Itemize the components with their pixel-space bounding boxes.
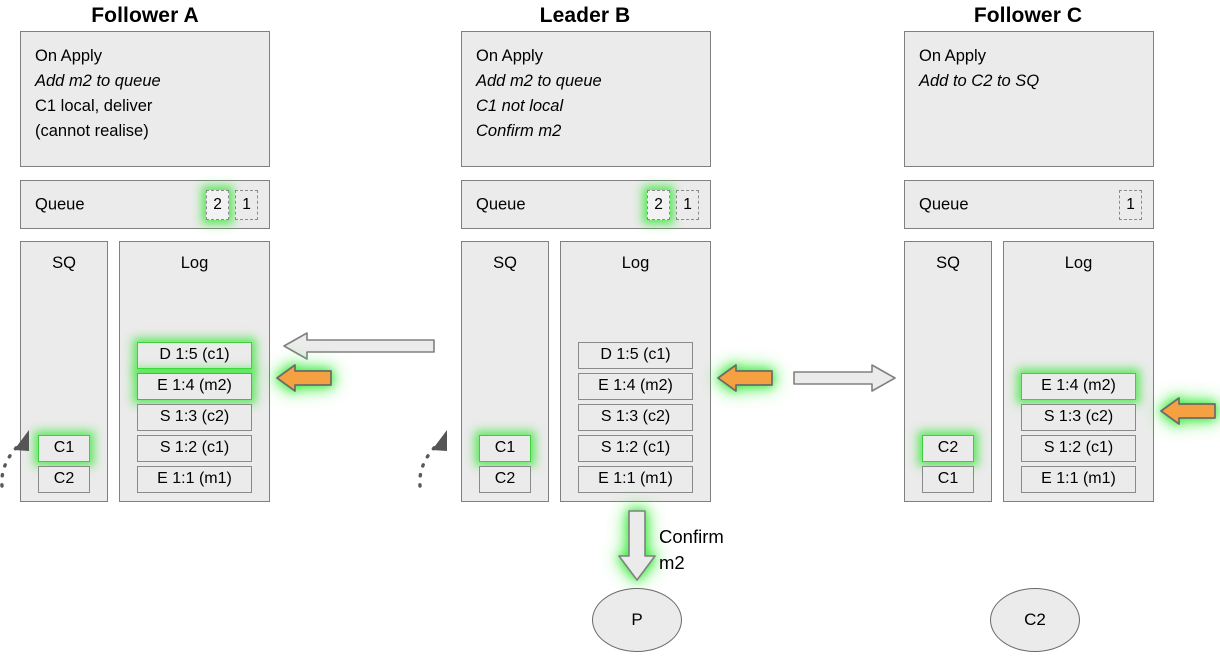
sq-entry[interactable]: C1 [922, 466, 974, 493]
log-entry[interactable]: S 1:3 (c2) [137, 404, 252, 431]
queue-items: 2 1 [206, 189, 258, 220]
sq-entries: C1 C2 [462, 435, 548, 493]
queue-label: Queue [35, 195, 85, 213]
column-title-follower-c: Follower C [973, 4, 1083, 27]
commit-pointer-arrow-leader-b-icon [717, 364, 773, 392]
dotted-pointer-arrow-follower-a [0, 420, 42, 495]
sq-entry[interactable]: C1 [38, 435, 90, 462]
queue-item: 2 [206, 189, 229, 220]
sq-entry[interactable]: C2 [479, 466, 531, 493]
log-panel-follower-c: Log E 1:4 (m2) S 1:3 (c2) S 1:2 (c1) E 1… [1003, 241, 1154, 502]
log-title: Log [621, 254, 650, 272]
sq-title: SQ [52, 254, 76, 272]
log-entry[interactable]: E 1:4 (m2) [1021, 373, 1136, 400]
sq-panel-follower-a: SQ C1 C2 [20, 241, 108, 502]
log-entries: D 1:5 (c1) E 1:4 (m2) S 1:3 (c2) S 1:2 (… [561, 342, 710, 493]
sq-panel-follower-c: SQ C2 C1 [904, 241, 992, 502]
log-entry[interactable]: E 1:1 (m1) [137, 466, 252, 493]
queue-label: Queue [476, 195, 526, 213]
confirm-down-arrow-icon [617, 510, 657, 582]
on-apply-line: Confirm m2 [476, 122, 562, 140]
node-p[interactable]: P [592, 588, 682, 652]
queue-label: Queue [919, 195, 969, 213]
dotted-pointer-arrow-leader-b [414, 420, 460, 495]
on-apply-line: Add m2 to queue [35, 72, 161, 90]
log-entry[interactable]: S 1:3 (c2) [1021, 404, 1136, 431]
log-entry[interactable]: E 1:4 (m2) [578, 373, 693, 400]
queue-panel-follower-c: Queue 1 [904, 180, 1154, 229]
queue-panel-leader-b: Queue 2 1 [461, 180, 711, 229]
sq-entry[interactable]: C2 [38, 466, 90, 493]
queue-item: 1 [1119, 189, 1142, 220]
log-entry[interactable]: E 1:1 (m1) [1021, 466, 1136, 493]
on-apply-line: Add to C2 to SQ [919, 72, 1040, 90]
log-entry[interactable]: S 1:2 (c1) [137, 435, 252, 462]
column-title-leader-b: Leader B [539, 4, 631, 27]
on-apply-line: (cannot realise) [35, 122, 149, 140]
queue-item: 1 [676, 189, 699, 220]
commit-pointer-arrow-follower-c-icon [1160, 397, 1216, 425]
log-entry[interactable]: S 1:2 (c1) [1021, 435, 1136, 462]
on-apply-line: C1 not local [476, 97, 564, 115]
sq-title: SQ [936, 254, 960, 272]
on-apply-panel-follower-a: On Apply Add m2 to queue C1 local, deliv… [20, 31, 270, 167]
confirm-annotation: Confirm m2 [659, 524, 724, 576]
log-title: Log [180, 254, 209, 272]
log-entry[interactable]: S 1:2 (c1) [578, 435, 693, 462]
replication-arrow-right-icon [793, 364, 896, 392]
log-entries: E 1:4 (m2) S 1:3 (c2) S 1:2 (c1) E 1:1 (… [1004, 373, 1153, 493]
sq-entry[interactable]: C2 [922, 435, 974, 462]
sq-panel-leader-b: SQ C1 C2 [461, 241, 549, 502]
on-apply-heading: On Apply [35, 47, 102, 65]
log-entries: D 1:5 (c1) E 1:4 (m2) S 1:3 (c2) S 1:2 (… [120, 342, 269, 493]
queue-panel-follower-a: Queue 2 1 [20, 180, 270, 229]
log-entry[interactable]: D 1:5 (c1) [137, 342, 252, 369]
on-apply-panel-leader-b: On Apply Add m2 to queue C1 not local Co… [461, 31, 711, 167]
on-apply-line: Add m2 to queue [476, 72, 602, 90]
log-panel-leader-b: Log D 1:5 (c1) E 1:4 (m2) S 1:3 (c2) S 1… [560, 241, 711, 502]
log-entry[interactable]: S 1:3 (c2) [578, 404, 693, 431]
sq-title: SQ [493, 254, 517, 272]
log-panel-follower-a: Log D 1:5 (c1) E 1:4 (m2) S 1:3 (c2) S 1… [119, 241, 270, 502]
sq-entries: C1 C2 [21, 435, 107, 493]
on-apply-heading: On Apply [476, 47, 543, 65]
queue-items: 2 1 [647, 189, 699, 220]
queue-items: 1 [1119, 189, 1142, 220]
log-entry[interactable]: D 1:5 (c1) [578, 342, 693, 369]
on-apply-line: C1 local, deliver [35, 97, 153, 115]
sq-entries: C2 C1 [905, 435, 991, 493]
node-c2[interactable]: C2 [990, 588, 1080, 652]
log-entry[interactable]: E 1:4 (m2) [137, 373, 252, 400]
log-title: Log [1064, 254, 1093, 272]
on-apply-panel-follower-c: On Apply Add to C2 to SQ [904, 31, 1154, 167]
replication-arrow-left-icon [283, 332, 435, 360]
sq-entry[interactable]: C1 [479, 435, 531, 462]
confirm-annotation-line1: Confirm [659, 526, 724, 547]
confirm-annotation-line2: m2 [659, 552, 685, 573]
queue-item: 2 [647, 189, 670, 220]
log-entry[interactable]: E 1:1 (m1) [578, 466, 693, 493]
column-title-follower-a: Follower A [91, 4, 199, 27]
on-apply-heading: On Apply [919, 47, 986, 65]
commit-pointer-arrow-follower-a-icon [276, 364, 332, 392]
queue-item: 1 [235, 189, 258, 220]
